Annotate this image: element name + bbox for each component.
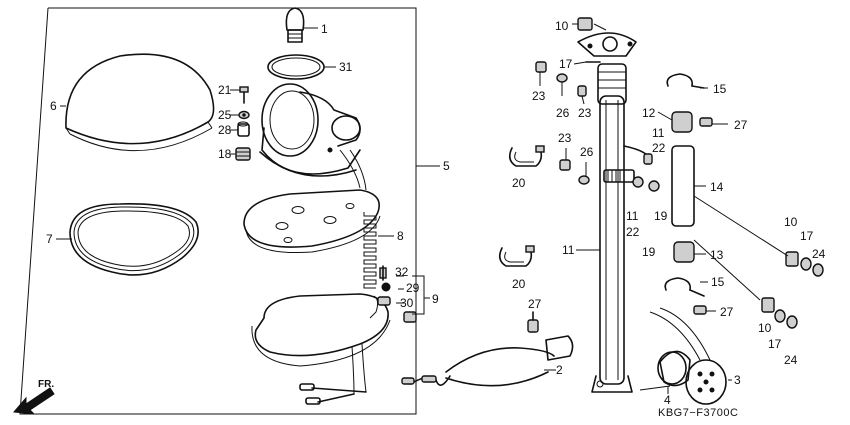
callout-32: 32: [395, 265, 409, 279]
washer-26-a: [556, 73, 568, 83]
callout-11-low: 11: [626, 209, 639, 223]
screw-32: [379, 265, 387, 281]
callout-3: 3: [734, 373, 741, 387]
collar-28: [237, 121, 250, 137]
bracket-9: [396, 275, 430, 315]
callout-23-b: 23: [578, 106, 592, 120]
nut-10-right-lower: [761, 297, 775, 313]
nut-24-right-lower: [786, 315, 798, 329]
nut-10-top: [572, 17, 593, 31]
wire-spring: [363, 212, 394, 289]
callout-26-a: 26: [556, 106, 570, 120]
indicator-lamp: [649, 307, 727, 405]
bolt-23-b: [577, 85, 587, 97]
callout-1: 1: [321, 22, 328, 36]
callout-30: 30: [400, 296, 414, 310]
callout-15-upper: 15: [713, 82, 727, 96]
gasket: [56, 203, 199, 276]
meter-lower-ring: [251, 293, 391, 405]
callout-15-lower: 15: [711, 275, 725, 289]
stem-bolt: [603, 145, 653, 183]
callout-2: 2: [556, 363, 563, 377]
callout-4: 4: [664, 393, 671, 407]
callout-22-low: 22: [626, 225, 640, 239]
callout-8: 8: [397, 229, 404, 243]
callout-29: 29: [406, 281, 420, 295]
o-ring: [267, 54, 336, 80]
washer-25: [238, 110, 250, 120]
callout-24-right-upper: 24: [812, 247, 826, 261]
callout-5: 5: [443, 159, 450, 173]
callout-11-pipe: 11: [562, 243, 575, 257]
callout-12: 12: [642, 106, 656, 120]
mount-lines: [693, 195, 789, 301]
washer-26-b: [578, 175, 590, 185]
callout-27-left: 27: [528, 297, 542, 311]
callout-13: 13: [710, 248, 724, 262]
callout-14: 14: [710, 180, 724, 194]
nut-10-right-upper: [785, 251, 799, 267]
nut-29: [381, 282, 391, 292]
callout-7: 7: [46, 232, 53, 246]
callout-23-c: 23: [558, 131, 572, 145]
washer-17-right-upper: [800, 257, 812, 271]
callout-24-right-lower: 24: [784, 353, 798, 367]
callout-19-low: 19: [642, 245, 656, 259]
callout-17-right-upper: 17: [800, 229, 814, 243]
band-15-upper: [666, 73, 705, 89]
callout-10-right-upper: 10: [784, 215, 798, 229]
callout-31: 31: [339, 60, 353, 74]
screw-27-lower: [693, 305, 707, 315]
callout-20-lower: 20: [512, 277, 526, 291]
callout-17-right-lower: 17: [768, 337, 782, 351]
front-direction-arrow: FR.: [12, 379, 55, 415]
bolt-23-c: [559, 159, 571, 171]
screw-27-upper: [699, 117, 713, 127]
callout-6: 6: [50, 99, 57, 113]
meter-cover: [60, 53, 215, 152]
clip-20-lower: [498, 245, 535, 267]
screw-21: [239, 86, 249, 104]
bolt-23-a: [535, 61, 547, 73]
callouts: 1 31 6 21 25 28 18 5 7 8 32 29 30 9 10 1…: [46, 19, 826, 407]
nut-24-right-upper: [812, 263, 824, 277]
screw-27-left: [527, 311, 539, 333]
band-15-lower: [664, 277, 705, 297]
collar-12: [671, 111, 693, 133]
collar-13: [673, 241, 695, 263]
callout-10-right-lower: 10: [758, 321, 772, 335]
direction-label: FR.: [38, 379, 54, 390]
callout-11-mid: 11: [652, 126, 665, 140]
callout-17-top: 17: [559, 57, 573, 71]
clip-20-upper: [508, 145, 545, 167]
callout-22-mid: 22: [652, 141, 666, 155]
callout-23-a: 23: [532, 89, 546, 103]
callout-10-top: 10: [555, 19, 569, 33]
spacer-30: [377, 296, 391, 306]
callout-26-b: 26: [580, 145, 594, 159]
washer-22: [632, 176, 660, 192]
callout-20-upper: 20: [512, 176, 526, 190]
meter-cable: [401, 335, 574, 387]
callout-9: 9: [432, 292, 439, 306]
speedometer-case: [259, 83, 367, 191]
stem-pipe: [577, 32, 637, 393]
callout-28: 28: [218, 123, 232, 137]
callout-27-upper: 27: [734, 118, 748, 132]
meter-base-plate: [243, 189, 381, 253]
callout-19-mid: 19: [654, 209, 668, 223]
callout-25: 25: [218, 108, 232, 122]
lamp-rubber: [657, 350, 691, 387]
grommet-18: [235, 147, 251, 161]
callout-27-lower: 27: [720, 305, 734, 319]
callout-18: 18: [218, 147, 232, 161]
callout-21: 21: [218, 83, 232, 97]
washer-17-right-lower: [774, 309, 786, 323]
diagram-code: KBG7−F3700C: [658, 407, 738, 419]
bulb: [285, 7, 318, 43]
tube: [671, 145, 706, 227]
leader-lines: [60, 23, 732, 394]
